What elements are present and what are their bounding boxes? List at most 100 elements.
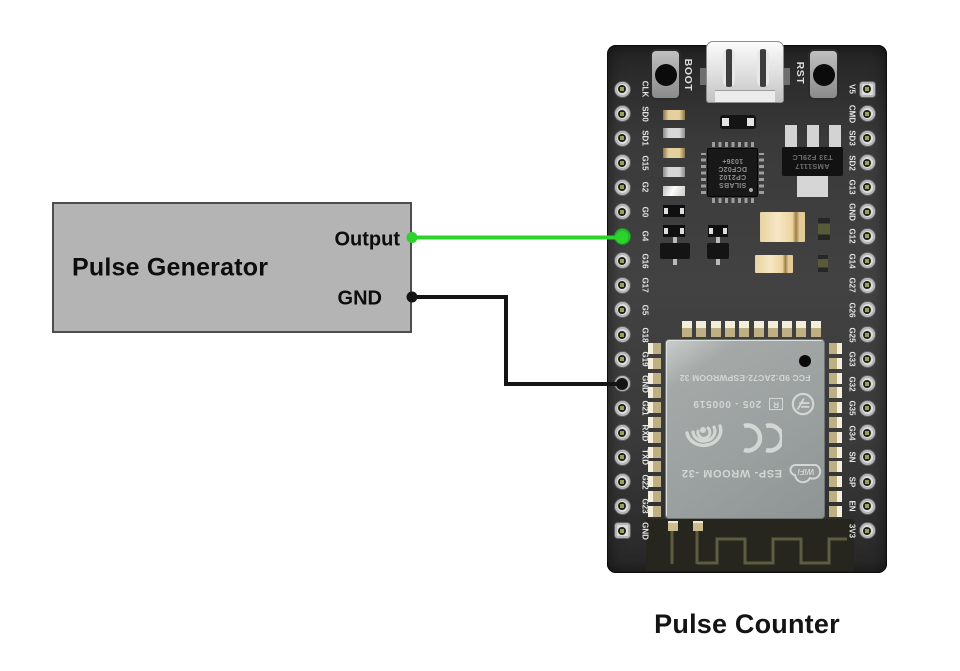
- castellation-pad: [829, 387, 842, 399]
- pin-label-g22-16: G22: [640, 474, 650, 490]
- shield-dot: [799, 355, 811, 367]
- smd-component: [818, 255, 828, 272]
- ground-wire: [412, 295, 622, 386]
- resistor: [663, 225, 685, 237]
- pin-label-sn-15: SN: [847, 451, 857, 463]
- castellation-pad: [648, 431, 661, 443]
- capacitor: [663, 128, 685, 138]
- pin-label-3v3-18: 3V3: [847, 523, 857, 539]
- castellation-pad: [648, 357, 661, 369]
- board-caption: Pulse Counter: [654, 609, 840, 639]
- castellation-pad: [829, 372, 842, 384]
- pin-hole-sd0-1: [614, 106, 630, 122]
- pin-hole-en-17: [859, 498, 875, 514]
- pin-hole-v5-0: [859, 81, 875, 97]
- capacitor: [663, 186, 685, 196]
- pulse-generator-gnd-label: GND: [337, 287, 382, 310]
- esp-wroom-32-module: FCC 9D:2AC72-ESPWROOM 32 R 205 - 000519: [665, 339, 825, 519]
- usb-pin-slot: [723, 49, 735, 87]
- pin-label-g35-13: G35: [847, 400, 857, 416]
- castellation-pad: [767, 321, 778, 337]
- pin-label-clk-0: CLK: [640, 80, 650, 98]
- pin-label-g17-8: G17: [640, 277, 650, 293]
- resistor: [663, 205, 685, 217]
- castellation-pad: [724, 321, 735, 337]
- pin-label-gnd-5: GND: [847, 202, 857, 221]
- micro-usb-connector: [700, 41, 790, 103]
- pin-hole-g27-8: [859, 277, 875, 293]
- pin-hole-g21-13: [614, 400, 630, 416]
- usb-lip: [715, 90, 775, 102]
- pin-label-sd2-3: SD2: [847, 154, 857, 171]
- castellation-pad: [782, 321, 793, 337]
- pin-label-g2-4: G2: [640, 181, 650, 193]
- pin-label-g33-11: G33: [847, 351, 857, 367]
- pin-label-g0-5: G0: [640, 206, 650, 218]
- castellation-pad: [796, 321, 807, 337]
- reset-button: [808, 49, 839, 100]
- pin-label-sd0-1: SD0: [640, 105, 650, 122]
- pin-label-g16-7: G16: [640, 253, 650, 269]
- castellation-pad: [829, 402, 842, 414]
- castellation-pad: [648, 446, 661, 458]
- pin-hole-g18-10: [614, 327, 630, 342]
- pin-label-cmd-1: CMD: [847, 104, 857, 123]
- pin-hole-sd1-2: [614, 130, 630, 146]
- wifi-cloud-icon: WiFi: [789, 464, 822, 484]
- pin-label-gnd-12: GND: [640, 374, 650, 393]
- pin-label-g12-6: G12: [847, 228, 857, 244]
- pin-label-g21-13: G21: [640, 400, 650, 416]
- castellation-pad: [648, 387, 661, 399]
- chip-pins: [759, 153, 764, 194]
- castellation-pad: [648, 505, 661, 517]
- chip-pin1-dot: [749, 188, 753, 192]
- pin-hole-g32-12: [859, 376, 875, 392]
- pin-label-sd3-2: SD3: [847, 130, 857, 146]
- pin-hole-g0-5: [614, 204, 630, 220]
- pin-label-v5-0: V5: [847, 84, 857, 94]
- pulse-generator-box: Pulse Generator Output GND: [52, 202, 412, 333]
- module-name-text: ESP- WROOM -32: [681, 467, 782, 479]
- pin-label-g19-11: G19: [640, 351, 650, 367]
- pin-label-g27-8: G27: [847, 277, 857, 293]
- tantalum-capacitor: [760, 212, 805, 242]
- pin-hole-gnd-5: [859, 204, 875, 220]
- module-name-row: WiFi ESP- WROOM -32: [672, 460, 824, 486]
- antenna-pad: [693, 521, 703, 531]
- module-serial-number: 205 - 000519: [692, 398, 762, 410]
- castellation-pad: [739, 321, 750, 337]
- castellation-pad: [753, 321, 764, 337]
- pin-hole-g33-11: [859, 351, 875, 367]
- pin-label-sd1-2: SD1: [640, 130, 650, 146]
- castellation-pad: [829, 431, 842, 443]
- transistor: [707, 243, 729, 259]
- module-fcc-line: FCC 9D:2AC72-ESPWROOM 32: [679, 373, 811, 383]
- castellation-pad: [829, 343, 842, 354]
- castellation-pad: [829, 357, 842, 369]
- pin-label-sp-16: SP: [847, 476, 857, 488]
- castellation-pad: [648, 461, 661, 473]
- castellation-pad: [648, 491, 661, 502]
- pin-label-g14-7: G14: [847, 253, 857, 269]
- pin-label-g25-10: G25: [847, 326, 857, 343]
- chip-pins: [712, 142, 755, 147]
- pin-hole-g2-4: [614, 179, 630, 195]
- castellation-pad: [829, 476, 842, 488]
- pin-label-txd-15: TXD: [640, 449, 650, 466]
- usb-mount-tab: [700, 68, 706, 85]
- pin-label-g5-9: G5: [640, 304, 650, 316]
- pin-label-g13-4: G13: [847, 179, 857, 195]
- tantalum-capacitor: [755, 255, 793, 273]
- pin-hole-g16-7: [614, 253, 630, 269]
- capacitor: [663, 167, 685, 177]
- pin-label-g26-9: G26: [847, 302, 857, 318]
- castellation-pad: [648, 417, 661, 428]
- castellation-pad: [810, 321, 821, 337]
- pcb-antenna-trace: [670, 526, 847, 565]
- pin-hole-g12-6: [859, 228, 875, 244]
- pin-hole-g25-10: [859, 327, 875, 342]
- pin-hole-gnd-12: [614, 376, 630, 392]
- castellation-pad: [696, 321, 707, 337]
- castellation-pad: [829, 461, 842, 473]
- castellation-pad: [682, 321, 692, 337]
